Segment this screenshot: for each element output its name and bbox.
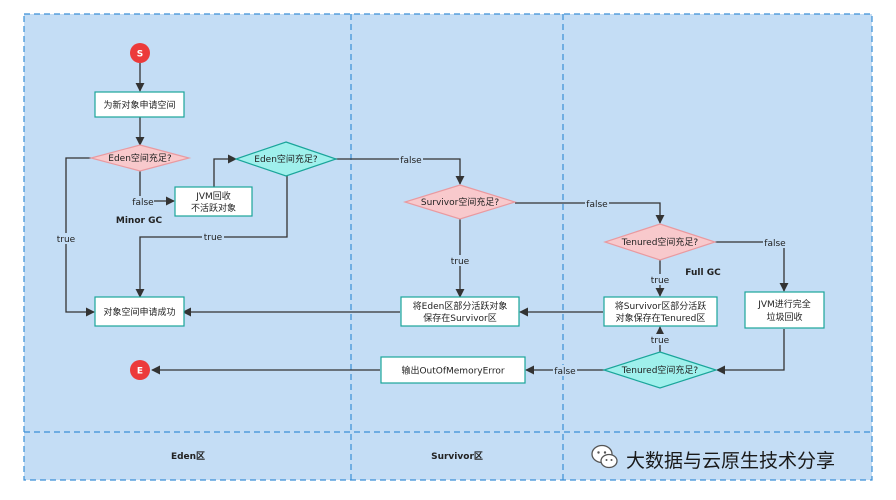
success-label: 对象空间申请成功 [103, 306, 175, 318]
tenured-check-1: Tenured空间充足? [603, 223, 717, 261]
alloc-box: 为新对象申请空间 [94, 91, 185, 118]
survivor-check-label: Survivor空间充足? [421, 196, 499, 208]
edge-fullcollect-tenured2 [716, 329, 785, 375]
edge-jvmgc-check2 [213, 154, 237, 187]
start-label: S [137, 50, 143, 60]
eden-check-1-label: Eden空间充足? [108, 152, 172, 164]
eden-check-1: Eden空间充足? [88, 144, 192, 172]
swimlane-area [23, 13, 873, 481]
move-eden-label-2: 保存在Survivor区 [423, 312, 496, 324]
full-collect-box: JVM进行完全 垃圾回收 [744, 291, 825, 329]
survivor-check: Survivor空间充足? [402, 184, 518, 220]
edge-label-true-3: true [451, 257, 470, 267]
edge-label-true-4: true [651, 276, 670, 286]
edge-label-false-2: false [400, 156, 422, 166]
eden-check-2-label: Eden空间充足? [254, 153, 318, 165]
jvm-gc-label-1: JVM回收 [195, 190, 231, 202]
move-survivor-label-2: 对象保存在Tenured区 [616, 312, 706, 324]
edge-labels: false true true false true false true fa… [55, 154, 787, 377]
edge-label-false-1: false [132, 198, 154, 208]
move-survivor-label-1: 将Survivor区部分活跃 [615, 300, 706, 312]
full-collect-label-1: JVM进行完全 [757, 298, 811, 310]
oom-label: 输出OutOfMemoryError [401, 365, 504, 377]
start-node: S [130, 43, 150, 63]
jvm-gc-label-2: 不活跃对象 [191, 202, 236, 214]
edge-check2-survivor [335, 158, 465, 185]
move-survivor-box: 将Survivor区部分活跃 对象保存在Tenured区 [603, 296, 718, 327]
alloc-label: 为新对象申请空间 [103, 99, 175, 111]
end-node: E [130, 360, 150, 380]
edge-label-false-5: false [554, 367, 576, 377]
end-label: E [137, 367, 143, 377]
watermark-text: 大数据与云原生技术分享 [626, 450, 836, 472]
edge-label-false-3: false [586, 200, 608, 210]
minor-gc-label: Minor GC [116, 216, 163, 226]
oom-box: 输出OutOfMemoryError [380, 356, 526, 384]
edge-label-true-1: true [57, 235, 76, 245]
success-box: 对象空间申请成功 [94, 296, 185, 327]
edge-label-true-2: true [204, 233, 223, 243]
move-eden-label-1: 将Eden区部分活跃对象 [413, 300, 508, 312]
tenured-check-2: Tenured空间充足? [602, 351, 718, 389]
lane-title-survivor: Survivor区 [431, 451, 483, 462]
jvm-gc-box: JVM回收 不活跃对象 [174, 186, 253, 217]
tenured-check-2-label: Tenured空间充足? [621, 364, 699, 376]
edge-survivor-tenured [515, 202, 665, 224]
move-eden-box: 将Eden区部分活跃对象 保存在Survivor区 [400, 296, 520, 327]
full-gc-label: Full GC [685, 268, 721, 278]
wechat-icon [591, 444, 618, 469]
edge-label-true-5: true [651, 336, 670, 346]
eden-check-2: Eden空间充足? [234, 141, 338, 177]
connectors [65, 63, 789, 375]
lane-title-eden: Eden区 [171, 451, 205, 462]
edge-label-false-4: false [764, 239, 786, 249]
tenured-check-1-label: Tenured空间充足? [621, 236, 699, 248]
full-collect-label-2: 垃圾回收 [766, 311, 802, 323]
